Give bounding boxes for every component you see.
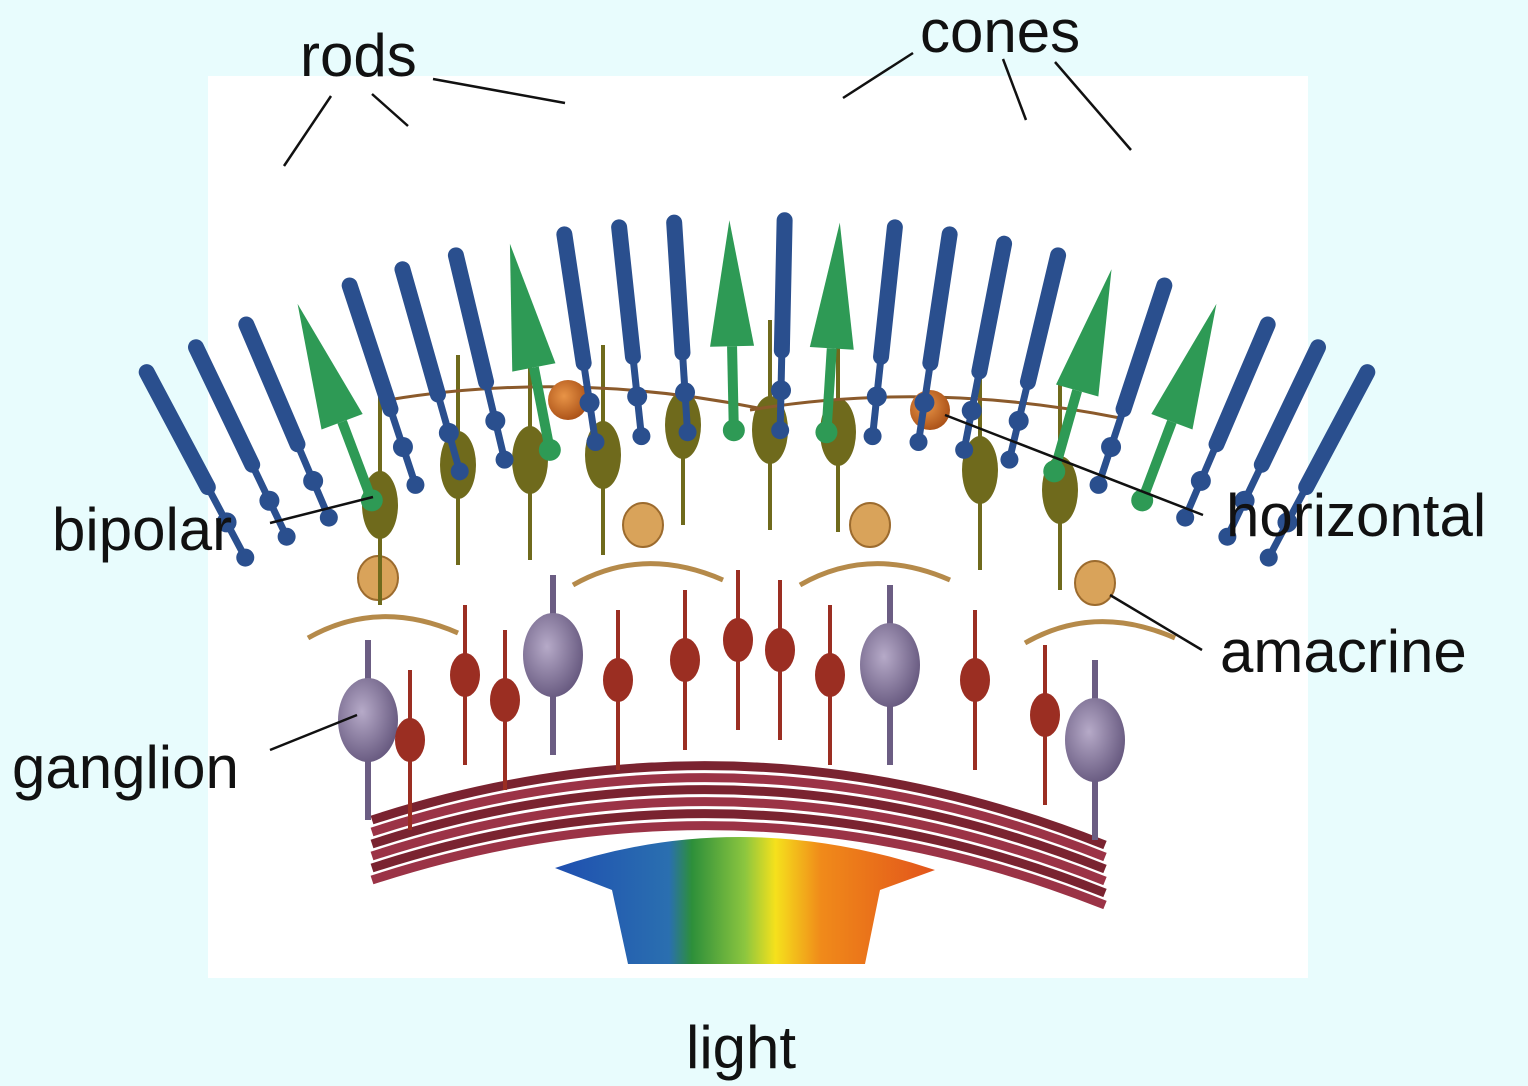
light-label: light <box>686 1018 796 1078</box>
small-ganglion-cell-body <box>960 658 990 702</box>
cone-pedicle <box>815 421 837 443</box>
rod-nucleus <box>914 393 934 413</box>
rod-nucleus <box>962 401 982 421</box>
small-ganglion-cell-body <box>450 653 480 697</box>
amacrine-cell-body <box>623 503 663 547</box>
cone-pedicle <box>539 439 561 461</box>
amacrine-cell-body <box>1075 561 1115 605</box>
small-ganglion-cell-body <box>1030 693 1060 737</box>
cone-inner-segment <box>732 346 734 430</box>
rod-nucleus <box>771 380 791 400</box>
rod-nucleus <box>485 411 505 431</box>
rod-spherule <box>406 476 424 494</box>
small-ganglion-cell-body <box>723 618 753 662</box>
rod-spherule <box>1260 549 1278 567</box>
bipolar-label: bipolar <box>52 500 232 560</box>
rod-spherule <box>586 433 604 451</box>
rod-spherule <box>451 462 469 480</box>
ganglion-cell-body <box>1065 698 1125 782</box>
rod-outer-segment <box>147 372 208 487</box>
rod-spherule <box>864 427 882 445</box>
rods-label: rods <box>300 26 417 86</box>
rod-spherule <box>955 441 973 459</box>
rod-spherule <box>1000 451 1018 469</box>
rod-nucleus <box>867 386 887 406</box>
rod-spherule <box>679 423 697 441</box>
amacrine-label: amacrine <box>1220 622 1467 682</box>
rod-nucleus <box>675 382 695 402</box>
small-ganglion-cell-body <box>603 658 633 702</box>
small-ganglion-cell-body <box>670 638 700 682</box>
rod-outer-segment <box>674 223 682 353</box>
small-ganglion-cell-body <box>765 628 795 672</box>
rod-outer-segment <box>782 220 785 350</box>
rod-nucleus <box>1101 437 1121 457</box>
rod-nucleus <box>580 393 600 413</box>
rod-nucleus <box>393 437 413 457</box>
rod-spherule <box>910 433 928 451</box>
rod-nucleus <box>439 423 459 443</box>
cone-inner-segment <box>826 348 831 432</box>
horizontal-label: horizontal <box>1226 486 1486 546</box>
rod-nucleus <box>1009 411 1029 431</box>
rod-nucleus <box>1191 471 1211 491</box>
small-ganglion-cell-body <box>395 718 425 762</box>
cone-pedicle <box>723 419 745 441</box>
rod-spherule <box>632 427 650 445</box>
rod-spherule <box>320 509 338 527</box>
ganglion-label: ganglion <box>12 738 239 798</box>
cones-label: cones <box>920 2 1080 62</box>
ganglion-cell-body <box>523 613 583 697</box>
ganglion-cell-body <box>860 623 920 707</box>
rod-spherule <box>236 549 254 567</box>
amacrine-cell-body <box>850 503 890 547</box>
rod-outer-segment <box>1306 372 1367 487</box>
rod-spherule <box>1090 476 1108 494</box>
rod-spherule <box>496 451 514 469</box>
small-ganglion-cell-body <box>815 653 845 697</box>
rod-nucleus <box>303 471 323 491</box>
small-ganglion-cell-body <box>490 678 520 722</box>
rod-nucleus <box>259 491 279 511</box>
rod-spherule <box>771 421 789 439</box>
rod-spherule <box>278 528 296 546</box>
rod-nucleus <box>627 386 647 406</box>
cone-pedicle <box>1043 460 1065 482</box>
